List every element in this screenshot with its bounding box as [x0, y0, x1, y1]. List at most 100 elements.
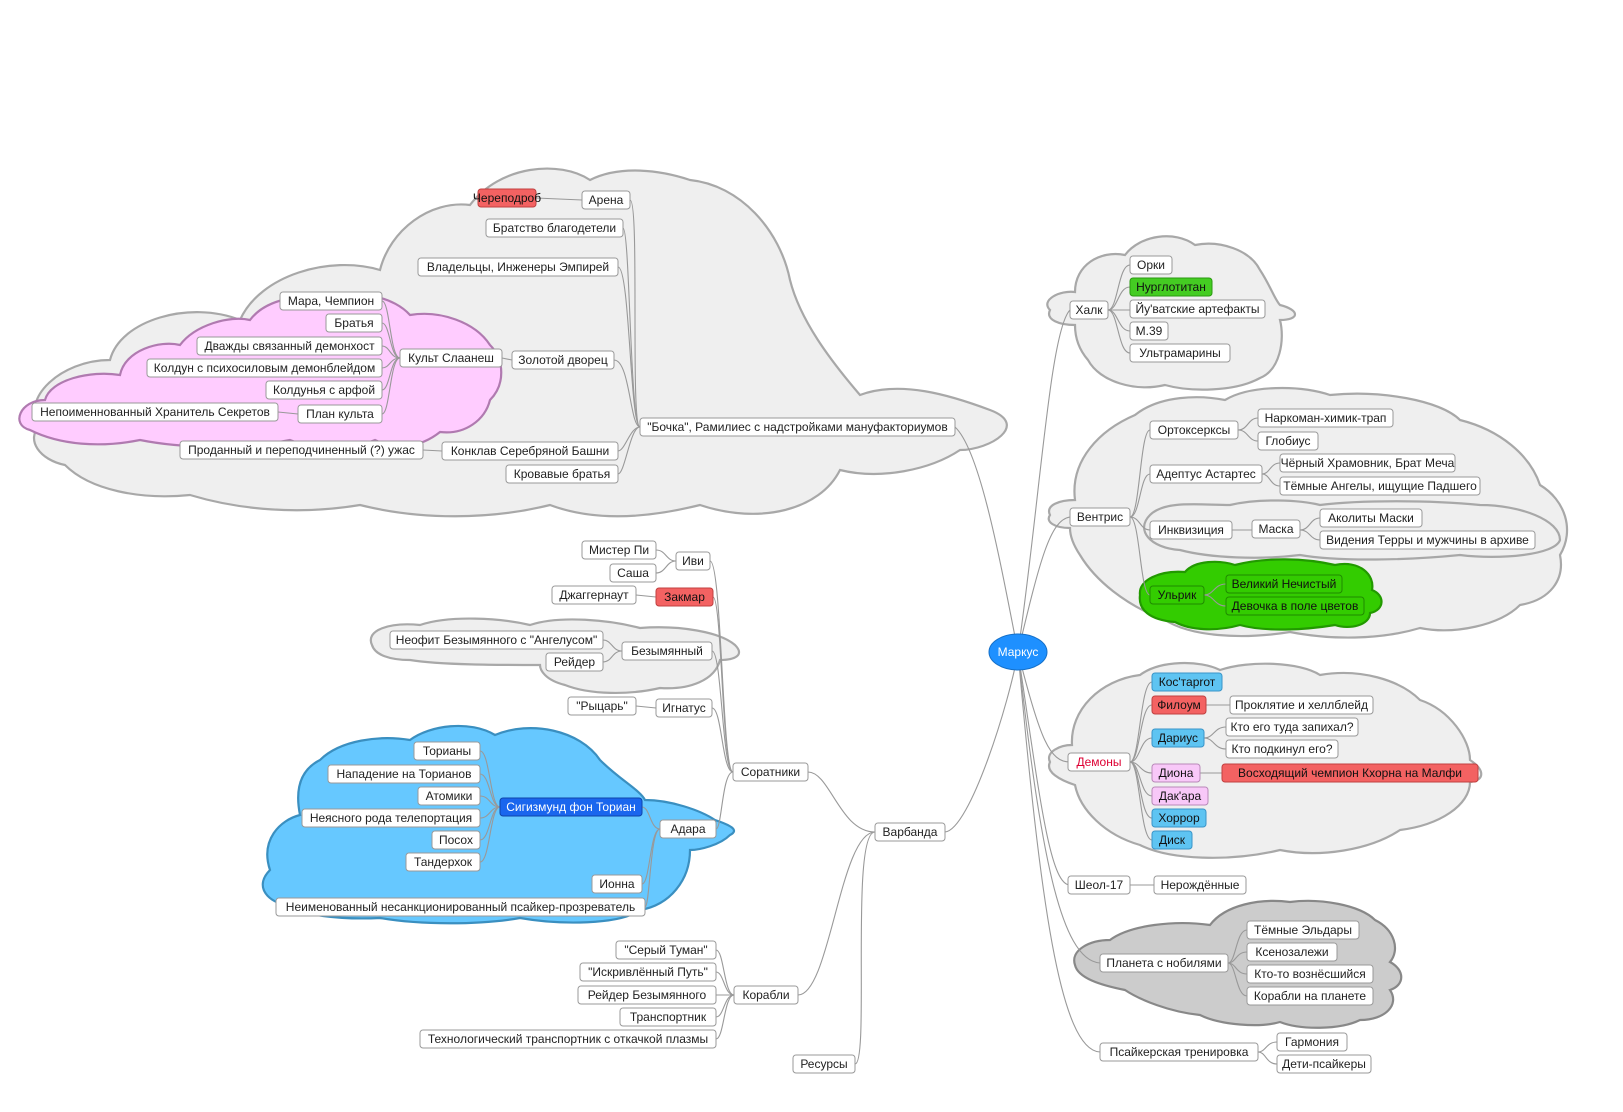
node-ventris[interactable]: Вентрис [1069, 507, 1131, 527]
node-tyomnye-angely[interactable]: Тёмные Ангелы, ищущие Падшего [1279, 476, 1481, 496]
node-atomiki[interactable]: Атомики [417, 786, 481, 806]
node-iskrivlyonny[interactable]: "Искривлённый Путь" [579, 962, 717, 982]
node-varbanda[interactable]: Варбанда [874, 822, 946, 842]
node-akolity[interactable]: Аколиты Маски [1319, 508, 1423, 528]
node-kto-zapihal[interactable]: Кто его туда запихал? [1225, 717, 1359, 737]
node-mister-pi[interactable]: Мистер Пи [581, 540, 657, 560]
node-resursy[interactable]: Ресурсы [792, 1054, 856, 1074]
node-bezymyanny[interactable]: Безымянный [621, 641, 713, 661]
node-diona[interactable]: Диона [1151, 763, 1201, 783]
node-label: Проклятие и хеллблейд [1235, 698, 1368, 712]
node-darius[interactable]: Дариус [1151, 728, 1205, 748]
node-kult[interactable]: Культ Слаанеш [399, 348, 503, 368]
node-ionna[interactable]: Ионна [591, 874, 643, 894]
node-prodanny[interactable]: Проданный и переподчиненный (?) ужас [179, 440, 424, 460]
node-ignatus[interactable]: Игнатус [655, 698, 713, 718]
node-disk[interactable]: Диск [1151, 830, 1193, 850]
node-ulrik[interactable]: Ульрик [1149, 585, 1205, 605]
node-velikiy[interactable]: Великий Нечистый [1225, 574, 1343, 594]
node-psaykerskaya[interactable]: Псайкерская тренировка [1099, 1042, 1259, 1062]
node-orki[interactable]: Орки [1129, 255, 1173, 275]
node-label: Неясного рода телепортация [310, 811, 472, 825]
node-devochka[interactable]: Девочка в поле цветов [1225, 596, 1365, 616]
node-label: Мара, Чемпион [288, 294, 374, 308]
node-adara[interactable]: Адара [659, 819, 717, 839]
node-koldun[interactable]: Колдун с психосиловым демонблейдом [146, 358, 383, 378]
node-ultramariny[interactable]: Ультрамарины [1129, 343, 1231, 363]
node-kostarrot[interactable]: Кос'тарrот [1151, 672, 1223, 692]
node-voshodyashiy[interactable]: Восходящий чемпион Кхорна на Малфи [1221, 763, 1479, 783]
node-kto-voznyossya[interactable]: Кто-то вознёсшийся [1246, 964, 1374, 984]
node-zakmar[interactable]: Закмар [655, 587, 714, 607]
node-napadenie[interactable]: Нападение на Торианов [327, 764, 481, 784]
node-dzhaggernaut[interactable]: Джаггернаут [551, 585, 637, 605]
node-label: Адара [670, 822, 705, 836]
node-narkoman[interactable]: Наркоман-химик-трап [1257, 408, 1394, 428]
node-toriany[interactable]: Торианы [413, 741, 481, 761]
node-transportnik[interactable]: Транспортник [619, 1007, 717, 1027]
node-bratya[interactable]: Братья [325, 313, 383, 333]
node-zolotoy[interactable]: Золотой дворец [511, 350, 615, 370]
node-label: Дак'ара [1159, 789, 1202, 803]
node-dakara[interactable]: Дак'ара [1151, 786, 1209, 806]
node-bratstvo[interactable]: Братство благодетели [485, 218, 624, 238]
node-nurglotitan[interactable]: Нурглотитан [1129, 277, 1213, 297]
node-sigizmund[interactable]: Сигизмунд фон Ториан [499, 797, 643, 817]
node-sasha[interactable]: Саша [609, 563, 657, 583]
node-neyasnogo[interactable]: Неясного рода телепортация [301, 808, 481, 828]
node-videniya[interactable]: Видения Терры и мужчины в архиве [1319, 530, 1536, 550]
root-label: Маркус [998, 645, 1039, 659]
node-vladelcy[interactable]: Владельцы, Инженеры Эмпирей [417, 257, 619, 277]
node-cherepodrob[interactable]: Череподроб [473, 188, 541, 208]
node-ivi[interactable]: Иви [675, 551, 711, 571]
node-konklav[interactable]: Конклав Серебряной Башни [441, 441, 619, 461]
node-label: Нурглотитан [1136, 280, 1206, 294]
node-inkviziciya[interactable]: Инквизиция [1149, 520, 1233, 540]
node-plan[interactable]: План культа [297, 404, 383, 424]
node-soratniki[interactable]: Соратники [732, 762, 809, 782]
node-garmoniya[interactable]: Гармония [1276, 1032, 1348, 1052]
node-horror[interactable]: Хоррор [1151, 808, 1207, 828]
root-node-markus[interactable]: Маркус [988, 633, 1048, 671]
node-arena[interactable]: Арена [581, 190, 631, 210]
node-adeptus[interactable]: Адептус Астартес [1149, 464, 1263, 484]
node-koldunya[interactable]: Колдунья с арфой [265, 380, 383, 400]
node-kto-podkinul[interactable]: Кто подкинул его? [1225, 739, 1339, 759]
node-ksenozalezhi[interactable]: Ксенозалежи [1246, 942, 1338, 962]
node-nerozhdyonnye[interactable]: Нерождённые [1153, 875, 1247, 895]
node-reyder[interactable]: Рейдер [545, 652, 604, 672]
node-posoh[interactable]: Посох [431, 830, 481, 850]
node-maska[interactable]: Маска [1251, 519, 1301, 539]
node-tanderhok[interactable]: Тандерхок [405, 852, 481, 872]
node-halk[interactable]: Халк [1069, 300, 1109, 320]
node-mara[interactable]: Мара, Чемпион [279, 291, 383, 311]
node-label: Демоны [1077, 755, 1122, 769]
node-label: Колдунья с арфой [273, 383, 375, 397]
node-m39[interactable]: М.39 [1129, 321, 1169, 341]
node-label: Корабли на планете [1254, 989, 1366, 1003]
node-tehnologicheskiy[interactable]: Технологический транспортник с откачкой … [419, 1029, 717, 1049]
node-korabli[interactable]: Корабли [733, 985, 799, 1005]
node-krovavye[interactable]: Кровавые братья [505, 464, 619, 484]
node-demony[interactable]: Демоны [1067, 752, 1131, 772]
node-yuvat[interactable]: Йу'ватские артефакты [1129, 299, 1266, 319]
node-dvazhdy[interactable]: Дважды связанный демонхост [196, 336, 383, 356]
node-sery-tuman[interactable]: "Серый Туман" [615, 940, 717, 960]
node-nepoim[interactable]: Непоименнованный Хранитель Секретов [31, 402, 279, 422]
node-bochka[interactable]: "Бочка", Рамилиес с надстройками мануфак… [639, 417, 956, 437]
node-korabli-na-planete[interactable]: Корабли на планете [1246, 986, 1374, 1006]
node-reyder-bez[interactable]: Рейдер Безымянного [577, 985, 717, 1005]
node-neimenovanny[interactable]: Неименованный несанкционированный псайке… [275, 897, 646, 917]
node-label: Аколиты Маски [1328, 511, 1414, 525]
node-proklyatie[interactable]: Проклятие и хеллблейд [1229, 695, 1374, 715]
node-chorny[interactable]: Чёрный Храмовник, Брат Меча [1279, 453, 1456, 473]
node-neofit[interactable]: Неофит Безымянного с "Ангелусом" [389, 630, 604, 650]
node-globius[interactable]: Глобиус [1257, 431, 1319, 451]
node-deti[interactable]: Дети-псайкеры [1276, 1054, 1372, 1074]
node-tyomnye-eldary[interactable]: Тёмные Эльдары [1246, 920, 1360, 940]
node-ortokserksy[interactable]: Ортоксерксы [1149, 420, 1239, 440]
node-planeta[interactable]: Планета с нобилями [1099, 953, 1229, 973]
node-filoum[interactable]: Филоум [1151, 695, 1207, 715]
node-rycar[interactable]: "Рыцарь" [567, 696, 637, 716]
node-sheol[interactable]: Шеол-17 [1067, 875, 1131, 895]
